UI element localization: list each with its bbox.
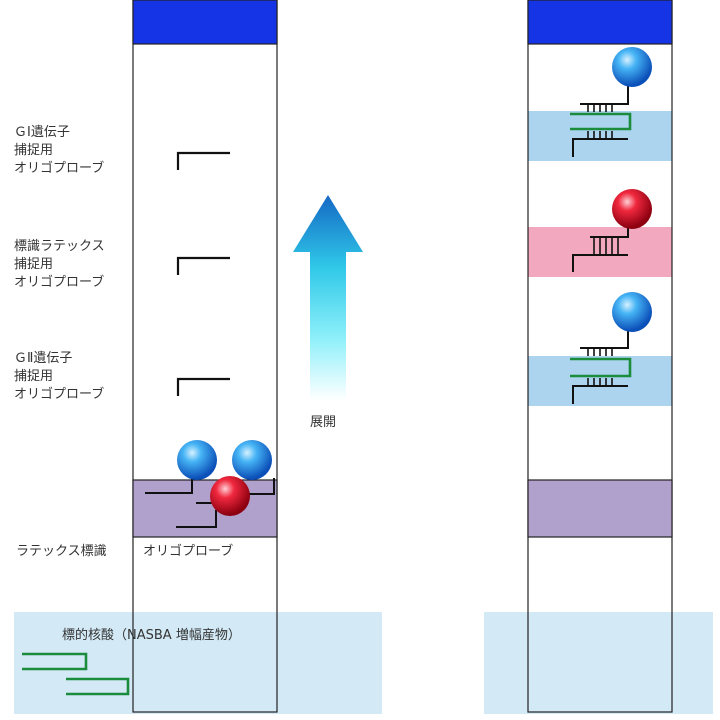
target-nucleic-acid-strand xyxy=(570,357,632,378)
latex-capture-probe xyxy=(176,256,230,275)
latex-probe-label-line2: 捕捉用 xyxy=(14,257,54,272)
right-sample-pad xyxy=(484,612,713,714)
gii-probe-label-line2: 捕捉用 xyxy=(14,369,54,384)
right-strip-body xyxy=(527,0,673,713)
target-nucleic-acid-strand xyxy=(22,652,88,671)
left-strip-body xyxy=(132,0,278,713)
latex-probe-label-line3: オリゴプローブ xyxy=(14,275,105,290)
labeled-probe-line xyxy=(238,478,275,495)
labeled-probe-line xyxy=(580,331,629,349)
gii-capture-probe xyxy=(176,377,230,396)
labeled-probe-line xyxy=(580,86,629,105)
right-strip xyxy=(484,0,713,714)
flow-direction-label: 展開 xyxy=(310,415,337,430)
gi-probe-label-line2: 捕捉用 xyxy=(14,143,54,158)
red-latex-bead xyxy=(612,189,652,229)
gi-capture-probe xyxy=(176,151,230,170)
left-strip-top xyxy=(132,0,278,45)
target-nucleic-acid-strand xyxy=(570,112,632,131)
hybrid-rungs xyxy=(587,104,613,139)
target-nucleic-acid-strand xyxy=(66,677,130,696)
latex-captured-complex xyxy=(572,189,652,272)
gii-captured-complex xyxy=(570,292,652,404)
gi-probe-label-line1: ＧⅠ遺伝子 xyxy=(14,125,70,140)
left-conjugate-pad xyxy=(132,479,278,538)
red-latex-bead xyxy=(210,476,250,516)
right-strip-top xyxy=(527,0,673,45)
hybrid-rungs xyxy=(593,237,619,255)
target-nucleic-acid-label: 標的核酸（NASBA 増幅産物） xyxy=(62,628,241,643)
gi-probe-label-line3: オリゴプローブ xyxy=(14,161,105,176)
capture-probe xyxy=(572,385,628,404)
blue-latex-bead xyxy=(177,440,217,480)
gii-probe-label-line1: ＧⅡ遺伝子 xyxy=(14,351,73,366)
gii-probe-label: ＧⅡ遺伝子 捕捉用 オリゴプローブ xyxy=(14,350,104,404)
latex-probe-label-line1: 標識ラテックス xyxy=(14,239,105,254)
left-sample-pad xyxy=(14,612,382,714)
gi-captured-complex xyxy=(570,47,652,157)
flow-arrow xyxy=(293,195,363,400)
blue-latex-bead xyxy=(612,292,652,332)
blue-latex-bead xyxy=(612,47,652,87)
labeled-probe-line xyxy=(145,476,193,494)
arrow-up-icon xyxy=(293,195,363,400)
labeled-probe-line xyxy=(176,510,217,528)
latex-label-text: ラテックス標識 xyxy=(16,544,107,559)
latex-probe-label: 標識ラテックス 捕捉用 オリゴプローブ xyxy=(14,238,105,292)
blue-latex-bead xyxy=(232,440,272,480)
oligo-probe-text: オリゴプローブ xyxy=(143,544,234,559)
hybrid-rungs xyxy=(587,348,613,386)
capture-probe xyxy=(572,254,628,272)
right-conjugate-pad xyxy=(527,479,673,538)
gii-probe-label-line3: オリゴプローブ xyxy=(14,387,105,402)
left-strip xyxy=(14,0,382,714)
gi-probe-label: ＧⅠ遺伝子 捕捉用 オリゴプローブ xyxy=(14,124,104,178)
capture-probe xyxy=(572,138,628,157)
